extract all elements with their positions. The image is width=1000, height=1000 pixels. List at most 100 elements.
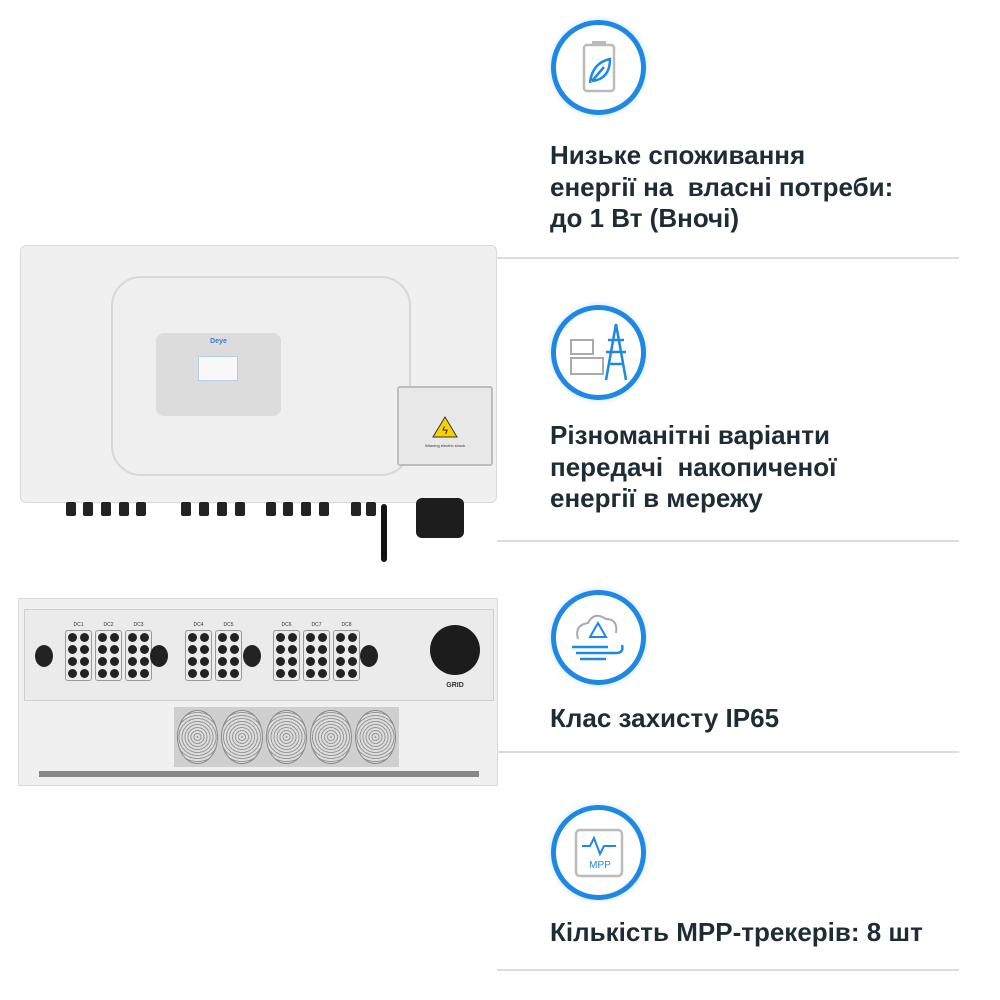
dc-group-label: DC4: [193, 622, 204, 628]
dc-input-group: DC7: [303, 622, 330, 681]
mc4-connector: [140, 657, 149, 666]
mc4-connector: [80, 657, 89, 666]
weather-protection-icon: [551, 590, 646, 685]
dc-input-group: DC2: [95, 622, 122, 681]
cable: [381, 504, 387, 562]
dc-connector: [66, 502, 76, 516]
mc4-connector: [218, 657, 227, 666]
mc4-connector: [306, 633, 315, 642]
dc-connector: [136, 502, 146, 516]
dc-input-group: DC6: [273, 622, 300, 681]
mppt-monitor-icon: MPP: [551, 805, 646, 900]
mc4-connector: [306, 669, 315, 678]
mc4-connector: [98, 657, 107, 666]
mc4-connector: [276, 645, 285, 654]
mc4-connector: [306, 645, 315, 654]
dc-switch: [360, 645, 378, 667]
grid-connector: [430, 625, 480, 675]
mc4-connector: [218, 633, 227, 642]
display-panel: Deye: [156, 333, 281, 416]
dc-connector: [181, 502, 191, 516]
mc4-connector: [348, 645, 357, 654]
mc4-connector: [336, 645, 345, 654]
mc4-connector: [98, 669, 107, 678]
feature-mppt-count: Кількість МРР-трекерів: 8 шт: [550, 917, 923, 947]
fan: [177, 710, 219, 764]
mc4-connector: [110, 657, 119, 666]
dc-switch: [35, 645, 53, 667]
dc-group-label: DC3: [133, 622, 144, 628]
mc4-connector: [80, 669, 89, 678]
fan: [265, 710, 308, 764]
mpp-badge: MPP: [589, 860, 611, 871]
mc4-connector: [276, 633, 285, 642]
dc-group-label: DC2: [103, 622, 114, 628]
mc4-connector: [288, 633, 297, 642]
dc-connector: [351, 502, 361, 516]
junction-box: ϟ Warning electric shock: [397, 386, 493, 466]
fan: [354, 710, 397, 764]
dc-connector: [199, 502, 209, 516]
mc4-connector: [110, 669, 119, 678]
mc4-connector: [80, 633, 89, 642]
mc4-connector: [318, 657, 327, 666]
mc4-connector: [98, 645, 107, 654]
mc4-connector: [98, 633, 107, 642]
mc4-connector: [200, 657, 209, 666]
mc4-connector: [318, 669, 327, 678]
lcd-screen: [198, 356, 238, 381]
dc-connector: [319, 502, 329, 516]
dc-connector: [83, 502, 93, 516]
ac-gland: [416, 498, 464, 538]
dc-group-label: DC5: [223, 622, 234, 628]
mc4-connector: [336, 657, 345, 666]
mc4-connector: [68, 669, 77, 678]
mc4-connector: [288, 669, 297, 678]
feature-energy-transfer: Різноманітні варіанти передачі накопичен…: [550, 420, 837, 513]
mc4-connector: [68, 633, 77, 642]
divider: [497, 540, 959, 542]
mc4-connector: [318, 645, 327, 654]
mc4-connector: [188, 633, 197, 642]
dc-connector: [235, 502, 245, 516]
mc4-connector: [336, 633, 345, 642]
mc4-connector: [348, 657, 357, 666]
mc4-connector: [68, 657, 77, 666]
dc-group-label: DC7: [311, 622, 322, 628]
mc4-connector: [68, 645, 77, 654]
divider: [497, 751, 959, 753]
warning-label: Warning electric shock: [424, 443, 466, 448]
dc-switch: [243, 645, 261, 667]
mc4-connector: [188, 657, 197, 666]
mc4-connector: [276, 669, 285, 678]
mc4-connector: [188, 645, 197, 654]
feature-ip65: Клас захисту IP65: [550, 703, 780, 733]
dc-connector: [283, 502, 293, 516]
mc4-connector: [288, 645, 297, 654]
mc4-connector: [230, 633, 239, 642]
mc4-connector: [336, 669, 345, 678]
divider: [497, 969, 959, 971]
mc4-connector: [140, 633, 149, 642]
brand-logo: Deye: [210, 338, 227, 345]
mc4-connector: [200, 645, 209, 654]
mc4-connector: [128, 633, 137, 642]
warning-triangle-icon: ϟ: [432, 416, 458, 438]
solar-grid-tower-icon: [551, 305, 646, 400]
mc4-connector: [218, 645, 227, 654]
mc4-connector: [110, 633, 119, 642]
mc4-connector: [276, 657, 285, 666]
dc-input-group: DC8: [333, 622, 360, 681]
mc4-connector: [218, 669, 227, 678]
dc-group-label: DC8: [341, 622, 352, 628]
mc4-connector: [140, 645, 149, 654]
divider: [497, 257, 959, 259]
mc4-connector: [200, 633, 209, 642]
mc4-connector: [288, 657, 297, 666]
fan: [221, 710, 263, 764]
mc4-connector: [80, 645, 89, 654]
dc-input-group: DC5: [215, 622, 242, 681]
dc-input-group: DC3: [125, 622, 152, 681]
